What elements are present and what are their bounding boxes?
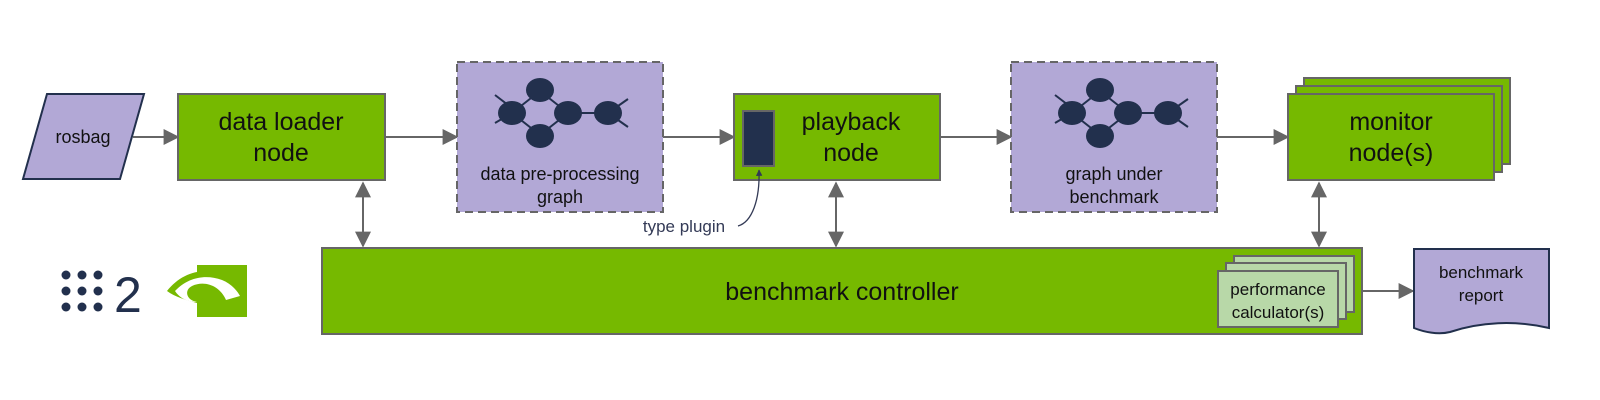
rosbag-node[interactable]: rosbag: [21, 93, 146, 180]
type-plugin-label: type plugin: [643, 217, 725, 236]
playback-label-line1: playback: [802, 108, 901, 136]
type-plugin-pointer: [737, 169, 763, 227]
ros2-numeral: 2: [114, 267, 142, 323]
rosbag-label: rosbag: [55, 127, 110, 147]
monitor-node[interactable]: monitor node(s): [1287, 77, 1511, 181]
benchmark-controller-label: benchmark controller: [725, 278, 958, 306]
benchmark-report-node[interactable]: benchmark report: [1413, 248, 1550, 335]
preprocessing-label-line2: graph: [537, 187, 583, 207]
benchmark-controller-node[interactable]: benchmark controller: [321, 247, 1363, 335]
data-loader-node[interactable]: data loader node: [177, 93, 386, 181]
playback-node[interactable]: playback node: [733, 93, 941, 181]
type-plugin-block[interactable]: [742, 110, 775, 167]
ros-dots-icon: [61, 270, 103, 312]
nvidia-eye-icon: [167, 265, 247, 317]
performance-calculator-node[interactable]: performance calculator(s): [1217, 255, 1355, 328]
performance-calculator-label-line2: calculator(s): [1232, 303, 1325, 322]
graph-under-benchmark-label-line1: graph under: [1065, 164, 1162, 184]
monitor-label-line1: monitor: [1349, 108, 1432, 136]
performance-calculator-label-line1: performance: [1230, 280, 1325, 299]
edges: [133, 129, 1415, 299]
graph-under-benchmark-node[interactable]: graph under benchmark: [1010, 61, 1218, 213]
preprocessing-graph-node[interactable]: data pre-processing graph: [456, 61, 664, 213]
benchmark-report-label-line2: report: [1459, 286, 1504, 305]
preprocessing-label-line1: data pre-processing: [480, 164, 639, 184]
data-loader-label-line2: node: [253, 139, 309, 167]
ros2-logo: 2: [61, 267, 142, 323]
playback-label-line2: node: [823, 139, 879, 167]
benchmark-report-label-line1: benchmark: [1439, 263, 1524, 282]
data-loader-label-line1: data loader: [218, 108, 343, 136]
monitor-label-line2: node(s): [1349, 139, 1434, 167]
graph-under-benchmark-label-line2: benchmark: [1069, 187, 1159, 207]
